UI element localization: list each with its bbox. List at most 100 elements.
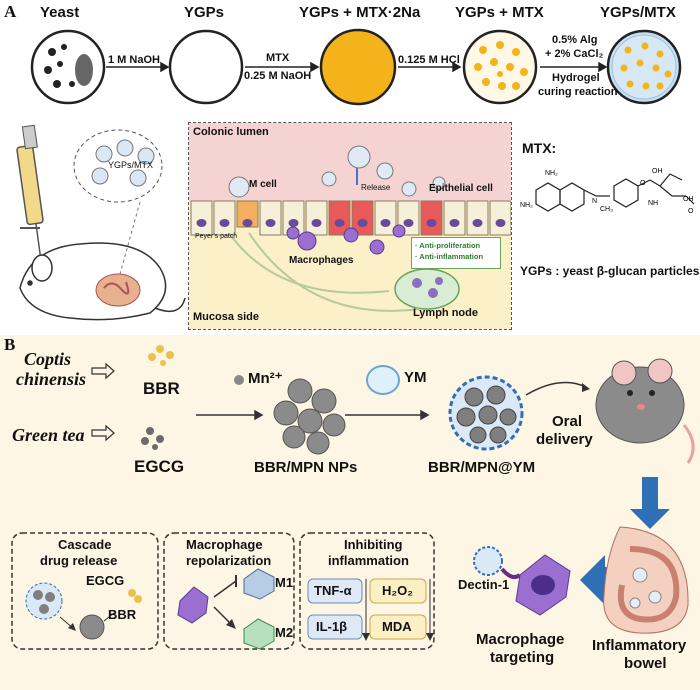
cell-nucleus [196, 219, 207, 227]
ygps-definition: YGPs : yeast β-glucan particles [520, 264, 700, 278]
bbr-mpn-ym-label: BBR/MPN@YM [428, 459, 536, 476]
mtx-nh2-bottom: NH₂ [520, 202, 533, 209]
m-cell-label: M cell [249, 179, 277, 190]
ygps-mtx2na-title: YGPs + MTX·2Na [299, 4, 421, 21]
h2o2-label: H₂O₂ [382, 583, 414, 598]
cascade-bbr-label: BBR [108, 607, 137, 622]
bbr-label: BBR [143, 379, 180, 398]
macrophages-label: Macrophages [289, 255, 354, 266]
ygps-mtx-title: YGPs + MTX [455, 4, 544, 21]
step3-label: 0.125 M HCl [398, 54, 460, 66]
lymph-node-label: Lymph node [413, 307, 478, 319]
macro-repol-title-2: repolarization [186, 553, 272, 568]
cell-nucleus [357, 219, 368, 227]
cell-nucleus [311, 219, 322, 227]
colonic-lumen-label: Colonic lumen [193, 126, 269, 138]
mouse-bubble-label: YGPs/MTX [108, 160, 154, 170]
step1-label: 1 M NaOH [108, 54, 160, 66]
epithelial-cell [443, 200, 466, 236]
macro-target-2: targeting [490, 649, 555, 666]
ygps-slash-mtx-title: YGPs/MTX [600, 4, 676, 21]
mouse-b-icon [595, 358, 695, 464]
cell-nucleus [403, 219, 414, 227]
syringe-icon [16, 124, 44, 269]
cascade-title-1: Cascade [58, 537, 112, 552]
inflam-bowel-1: Inflammatory [592, 637, 687, 654]
cell-nucleus [334, 219, 345, 227]
inhibit-title-2: inflammation [328, 553, 409, 568]
cell-nucleus [288, 219, 299, 227]
ym-label: YM [404, 369, 427, 386]
mtx-oh-right: OH [683, 196, 694, 203]
step4-line2: + 2% CaCl₂ [545, 48, 604, 60]
panel-b: B [0, 335, 700, 690]
epithelial-cell-label: Epithelial cell [429, 183, 493, 194]
oral-delivery-2: delivery [536, 431, 593, 448]
ygps-mtx2na-shape [319, 28, 397, 106]
bbr-mpn-nps-label: BBR/MPN NPs [254, 459, 358, 476]
cell-nucleus [380, 219, 391, 227]
inhibit-title-1: Inhibiting [344, 537, 403, 552]
macro-repol-title-1: Macrophage [186, 537, 263, 552]
cell-nucleus [426, 219, 437, 227]
mucosa-side-label: Mucosa side [193, 311, 260, 323]
panel-a-letter: A [4, 2, 17, 21]
macro-target-1: Macrophage [476, 631, 565, 648]
epithelial-cell [305, 200, 328, 236]
mda-label: MDA [382, 619, 412, 634]
anti-proliferation-label: · Anti-proliferation [415, 241, 481, 250]
green-tea-label: Green tea [12, 425, 85, 445]
step4-line4: curing reaction [538, 86, 618, 98]
epithelial-cell [466, 200, 489, 236]
cell-nucleus [495, 219, 506, 227]
panel-a: A Yeast YGPs YGPs + MTX·2Na YGPs + MTX Y… [0, 0, 700, 335]
mtx-nh-label: NH [648, 200, 659, 207]
inflam-bowel-2: bowel [624, 655, 667, 672]
cell-nucleus [219, 219, 230, 227]
dectin-label: Dectin-1 [458, 577, 510, 592]
mn-label: Mn²⁺ [248, 370, 283, 387]
cell-nucleus [449, 219, 460, 227]
mtx-structure [535, 173, 695, 212]
step2-top-label: MTX [266, 52, 290, 64]
effects-box: · Anti-proliferation · Anti-inflammation [411, 237, 501, 269]
mtx-ch3-label: CH₃ [600, 206, 613, 213]
egcg-label: EGCG [134, 457, 185, 476]
cell-nucleus [472, 219, 483, 227]
epithelial-cell [190, 200, 213, 236]
epithelial-cell [374, 200, 397, 236]
cell-nucleus [242, 219, 253, 227]
step2-bottom-label: 0.25 M NaOH [244, 70, 312, 82]
cascade-egcg-label: EGCG [86, 573, 125, 588]
panel-b-letter: B [4, 335, 16, 354]
peyers-patch-label: Peyer's patch [195, 233, 238, 240]
gut-schematic: /* placeholder for static draw */ Coloni… [188, 122, 512, 330]
panel-b-drawing [11, 345, 695, 650]
tnf-label: TNF-α [314, 583, 352, 598]
epithelial-cell [328, 200, 351, 236]
mtx-o-right: O [688, 208, 694, 215]
epithelial-cell [213, 200, 236, 236]
mtx-o-label: O [640, 180, 646, 187]
yeast-title: Yeast [40, 4, 80, 21]
ygps-title: YGPs [184, 4, 225, 21]
m2-label: M2 [275, 625, 294, 640]
coptis-label-1: Coptis [24, 349, 72, 369]
ygps-shape [168, 29, 244, 105]
yeast-cell-shape [30, 29, 106, 105]
bowel-icon [603, 526, 689, 634]
anti-inflammation-label: · Anti-inflammation [415, 252, 484, 261]
epithelial-cell [420, 200, 443, 236]
epithelial-cell [489, 200, 511, 236]
epithelial-cell [259, 200, 282, 236]
mtx-title: MTX: [522, 140, 557, 156]
oral-delivery-1: Oral [552, 413, 583, 430]
cell-nucleus [265, 219, 276, 227]
cascade-title-2: drug release [40, 553, 118, 568]
il1b-label: IL-1β [316, 619, 348, 634]
release-label: Release [361, 183, 391, 192]
coptis-label-2: chinensis [16, 369, 87, 389]
mtx-n-label: N [592, 198, 598, 205]
mouse-syringe-illustration [16, 124, 186, 321]
step4-line3: Hydrogel [552, 72, 600, 84]
